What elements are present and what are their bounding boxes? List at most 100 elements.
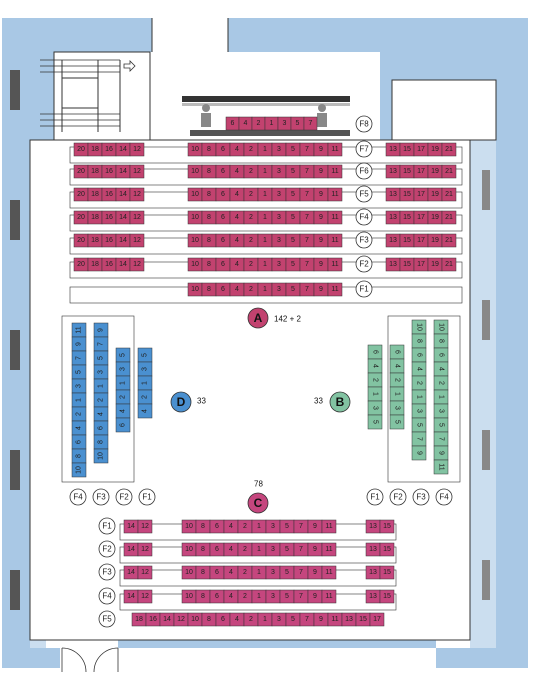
section-c-row-f4-center-seat-5[interactable]: 5	[279, 589, 295, 604]
section-a-row-f5-center-seat-2[interactable]: 2	[243, 187, 259, 202]
section-a-row-f2-center-seat-4[interactable]: 4	[229, 257, 245, 272]
section-a-row-f3-left-seat-20[interactable]: 20	[73, 233, 89, 248]
stage-row-seat-2[interactable]: 2	[251, 116, 266, 131]
section-a-row-f6-center-seat-7[interactable]: 7	[299, 164, 315, 179]
section-b-row-f3-seat-8[interactable]: 8	[411, 333, 427, 349]
section-a-row-f3-right-seat-13[interactable]: 13	[385, 233, 401, 248]
section-a-row-f7-left-seat-20[interactable]: 20	[73, 142, 89, 157]
section-a-row-f2-right-seat-15[interactable]: 15	[399, 257, 415, 272]
section-a-row-f6-center-seat-4[interactable]: 4	[229, 164, 245, 179]
section-d-row-f4-seat-4[interactable]: 4	[71, 420, 87, 436]
section-c-row-f3-center-seat-8[interactable]: 8	[195, 565, 211, 580]
section-a-row-f2-right-seat-13[interactable]: 13	[385, 257, 401, 272]
section-c-row-f1-center-seat-4[interactable]: 4	[223, 519, 239, 534]
section-a-row-f7-center-seat-11[interactable]: 11	[327, 142, 343, 157]
section-a-row-f6-right-seat-17[interactable]: 17	[413, 164, 429, 179]
section-b-row-f4-seat-8[interactable]: 8	[433, 333, 449, 349]
section-b-row-f1-seat-3[interactable]: 3	[367, 400, 383, 416]
section-a-row-f3-center-seat-8[interactable]: 8	[201, 233, 217, 248]
section-c-row-f5-full-seat-9[interactable]: 9	[313, 612, 329, 627]
section-a-row-f5-center-seat-4[interactable]: 4	[229, 187, 245, 202]
section-c-row-f3-center-seat-10[interactable]: 10	[181, 565, 197, 580]
section-c-row-f5-full-seat-10[interactable]: 10	[187, 612, 203, 627]
section-d-row-f2-seat-6[interactable]: 6	[115, 417, 131, 433]
section-c-row-f5-full-seat-12[interactable]: 12	[173, 612, 189, 627]
section-c-row-f1-center-seat-7[interactable]: 7	[293, 519, 309, 534]
section-d-row-f3-seat-7[interactable]: 7	[93, 336, 109, 352]
section-a-row-f7-left-seat-18[interactable]: 18	[87, 142, 103, 157]
section-d-row-f2-seat-2[interactable]: 2	[115, 389, 131, 405]
section-c-row-f4-center-seat-4[interactable]: 4	[223, 589, 239, 604]
section-b-row-f1-seat-1[interactable]: 1	[367, 386, 383, 402]
section-a-row-f5-right-seat-21[interactable]: 21	[441, 187, 457, 202]
section-a-row-f4-left-seat-16[interactable]: 16	[101, 210, 117, 225]
section-b-row-f2-seat-5[interactable]: 5	[389, 414, 405, 430]
section-a-row-f3-left-seat-16[interactable]: 16	[101, 233, 117, 248]
section-a-row-f4-right-seat-19[interactable]: 19	[427, 210, 443, 225]
section-c-row-f5-full-seat-5[interactable]: 5	[285, 612, 301, 627]
section-c-row-f5-full-seat-16[interactable]: 16	[145, 612, 161, 627]
section-c-row-f5-full-seat-17[interactable]: 17	[369, 612, 385, 627]
section-a-row-f1-center-seat-6[interactable]: 6	[215, 282, 231, 297]
section-a-row-f4-center-seat-4[interactable]: 4	[229, 210, 245, 225]
section-a-row-f4-right-seat-13[interactable]: 13	[385, 210, 401, 225]
section-c-row-f4-center-seat-1[interactable]: 1	[251, 589, 267, 604]
section-a-row-f4-right-seat-17[interactable]: 17	[413, 210, 429, 225]
stage-row-seat-7[interactable]: 7	[303, 116, 318, 131]
section-a-row-f4-center-seat-9[interactable]: 9	[313, 210, 329, 225]
section-a-row-f7-center-seat-8[interactable]: 8	[201, 142, 217, 157]
section-d-row-f3-seat-3[interactable]: 3	[93, 364, 109, 380]
section-a-row-f4-center-seat-11[interactable]: 11	[327, 210, 343, 225]
section-b-row-f3-seat-5[interactable]: 5	[411, 417, 427, 433]
section-c-row-f1-center-seat-10[interactable]: 10	[181, 519, 197, 534]
section-a-row-f7-right-seat-19[interactable]: 19	[427, 142, 443, 157]
section-a-row-f3-center-seat-3[interactable]: 3	[271, 233, 287, 248]
section-a-row-f3-right-seat-19[interactable]: 19	[427, 233, 443, 248]
section-c-row-f2-center-seat-4[interactable]: 4	[223, 542, 239, 557]
section-a-row-f1-center-seat-1[interactable]: 1	[257, 282, 273, 297]
section-a-row-f2-center-seat-5[interactable]: 5	[285, 257, 301, 272]
section-a-row-f2-center-seat-9[interactable]: 9	[313, 257, 329, 272]
section-d-row-f4-seat-9[interactable]: 9	[71, 336, 87, 352]
section-a-row-f2-center-seat-7[interactable]: 7	[299, 257, 315, 272]
section-a-row-f7-left-seat-16[interactable]: 16	[101, 142, 117, 157]
section-a-row-f6-center-seat-11[interactable]: 11	[327, 164, 343, 179]
section-d-row-f1-seat-4[interactable]: 4	[137, 403, 153, 419]
section-c-row-f2-left-seat-14[interactable]: 14	[123, 542, 139, 557]
section-c-row-f4-right-seat-15[interactable]: 15	[379, 589, 395, 604]
section-a-row-f5-center-seat-10[interactable]: 10	[187, 187, 203, 202]
section-c-row-f4-left-seat-12[interactable]: 12	[137, 589, 153, 604]
section-c-row-f2-center-seat-8[interactable]: 8	[195, 542, 211, 557]
section-a-row-f5-center-seat-8[interactable]: 8	[201, 187, 217, 202]
section-a-row-f3-left-seat-12[interactable]: 12	[129, 233, 145, 248]
section-b-row-f4-seat-5[interactable]: 5	[433, 417, 449, 433]
section-a-row-f5-center-seat-3[interactable]: 3	[271, 187, 287, 202]
section-c-row-f5-full-seat-13[interactable]: 13	[341, 612, 357, 627]
section-a-row-f7-center-seat-10[interactable]: 10	[187, 142, 203, 157]
section-c-row-f2-center-seat-1[interactable]: 1	[251, 542, 267, 557]
section-a-row-f7-center-seat-1[interactable]: 1	[257, 142, 273, 157]
section-c-row-f1-right-seat-15[interactable]: 15	[379, 519, 395, 534]
section-a-row-f4-center-seat-6[interactable]: 6	[215, 210, 231, 225]
section-c-row-f4-center-seat-7[interactable]: 7	[293, 589, 309, 604]
section-d-row-f3-seat-2[interactable]: 2	[93, 392, 109, 408]
section-a-row-f6-center-seat-8[interactable]: 8	[201, 164, 217, 179]
section-b-row-f3-seat-3[interactable]: 3	[411, 403, 427, 419]
section-a-row-f5-left-seat-12[interactable]: 12	[129, 187, 145, 202]
section-a-row-f2-left-seat-20[interactable]: 20	[73, 257, 89, 272]
section-c-row-f1-center-seat-3[interactable]: 3	[265, 519, 281, 534]
section-a-row-f7-right-seat-13[interactable]: 13	[385, 142, 401, 157]
section-c-row-f5-full-seat-4[interactable]: 4	[229, 612, 245, 627]
section-a-row-f2-left-seat-12[interactable]: 12	[129, 257, 145, 272]
section-c-row-f3-center-seat-7[interactable]: 7	[293, 565, 309, 580]
section-c-row-f3-center-seat-2[interactable]: 2	[237, 565, 253, 580]
section-a-row-f4-left-seat-20[interactable]: 20	[73, 210, 89, 225]
section-c-row-f3-center-seat-5[interactable]: 5	[279, 565, 295, 580]
section-d-row-f2-seat-5[interactable]: 5	[115, 347, 131, 363]
section-b-row-f3-seat-2[interactable]: 2	[411, 375, 427, 391]
section-a-row-f2-right-seat-19[interactable]: 19	[427, 257, 443, 272]
section-c-row-f4-center-seat-6[interactable]: 6	[209, 589, 225, 604]
section-a-row-f5-right-seat-19[interactable]: 19	[427, 187, 443, 202]
section-d-row-f2-seat-4[interactable]: 4	[115, 403, 131, 419]
section-a-row-f6-right-seat-19[interactable]: 19	[427, 164, 443, 179]
